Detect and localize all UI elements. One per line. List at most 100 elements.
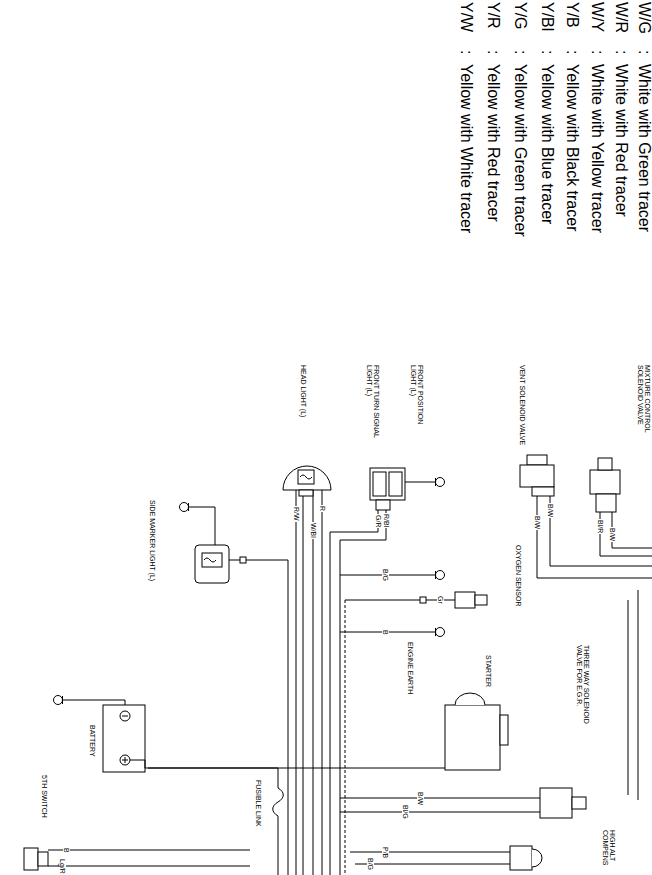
color-description: Yellow with Black tracer [563, 64, 580, 231]
solenoid-body [540, 788, 572, 818]
ground-symbol [180, 503, 189, 512]
wire-color-code: Gr [436, 595, 443, 605]
negative-terminal [120, 711, 130, 721]
lamp-connector [376, 500, 390, 510]
wire-color-code: B/W [546, 503, 553, 518]
component-label: HIGH ALT COMPENS [601, 830, 616, 872]
wire [313, 490, 314, 875]
separator: : [563, 50, 580, 54]
wire-color-code: B [381, 629, 388, 636]
wire-color-code: R [318, 505, 325, 512]
compensator-dome [532, 849, 542, 867]
wire [189, 507, 215, 545]
ground-bar [435, 628, 436, 636]
component-label: STARTER [484, 655, 491, 687]
switch-thread [38, 852, 48, 866]
wire [340, 812, 540, 813]
wire-color-code: Bl/R [596, 519, 603, 534]
wire [48, 866, 250, 867]
switch-body [24, 848, 38, 870]
wire-color-code: B/G [381, 568, 388, 582]
component-label-box: HEAD LIGHT (L) [280, 362, 334, 502]
valve-connector [532, 487, 554, 496]
wire [322, 490, 323, 875]
battery-case [103, 705, 145, 772]
ground-symbol [54, 696, 63, 705]
separator: : [457, 50, 474, 54]
wire [537, 496, 652, 578]
wire [303, 490, 304, 875]
marker-lamp [195, 545, 229, 583]
component-label-box: OXYGEN SENSOR [452, 542, 524, 614]
ground-symbol [436, 571, 445, 580]
wire-connector [148, 768, 278, 776]
wire-color-code: B/W [608, 527, 615, 542]
component-label-box: MIXTURE CONTROL SOLENOID VALVE [586, 362, 652, 514]
ground-symbol [436, 628, 445, 637]
wire [438, 768, 445, 769]
component-label: ENGINE EARTH [406, 642, 413, 694]
wire [296, 490, 297, 875]
valve-connector [596, 494, 616, 512]
color-code: Y/R [484, 2, 501, 29]
separator: : [635, 50, 652, 54]
starter-body [445, 705, 500, 770]
sensor-body [455, 592, 475, 608]
connector-square [420, 597, 426, 603]
color-code: W/R [612, 2, 629, 33]
color-description: Yellow with Red tracer [484, 64, 501, 222]
separator: : [484, 50, 501, 54]
component-label-box: VENT SOLENOID VALVE [514, 362, 558, 498]
lamp-bulb [373, 472, 386, 496]
positive-terminal [120, 755, 130, 765]
separator: : [511, 50, 528, 54]
wire [246, 560, 288, 875]
wire-color-code: B/W [533, 515, 540, 530]
starter-dome [455, 693, 485, 705]
headlight-base [299, 490, 313, 496]
component-label: FRONT POSITION LIGHT (L) [409, 365, 424, 435]
color-description: White with Yellow tracer [588, 64, 605, 233]
marker-bulb [202, 553, 222, 567]
lamp-housing [370, 468, 405, 500]
wire [355, 864, 510, 865]
sensor-tip [475, 595, 487, 605]
component-label: HEAD LIGHT (L) [299, 365, 306, 417]
headlight-dome [283, 466, 331, 490]
component-label-box: HIGH ALT COMPENS [505, 826, 618, 874]
component-label-box: ENGINE EARTH [402, 638, 418, 708]
ground-bar [435, 478, 436, 486]
component-label: 5TH SWITCH [40, 775, 47, 818]
component-label: OXYGEN SENSOR [514, 545, 521, 606]
valve-body [520, 465, 554, 487]
component-label-box: FRONT TURN SIGNAL LIGHT (L) [362, 362, 384, 443]
component-label-box: BATTERY [84, 700, 148, 776]
terminal-lead [130, 760, 145, 768]
component-label-box: SIDE MARKER LIGHT (L) [146, 497, 230, 597]
wire [48, 850, 250, 851]
plus-sign [122, 757, 128, 763]
minus-sign [122, 716, 128, 717]
starter-solenoid [500, 715, 508, 745]
valve-body [590, 470, 620, 494]
wire [628, 600, 629, 795]
separator: : [612, 50, 629, 54]
shield-wire [345, 600, 346, 875]
wire [63, 700, 125, 705]
wire [229, 560, 240, 561]
ground-bar [62, 696, 63, 704]
ground-bar [188, 503, 189, 511]
color-code: Y/G [511, 2, 528, 30]
component-label: THREE WAY SOLENOID VALVE FOR E.G.R. [575, 645, 590, 737]
headlight-bulb [298, 470, 314, 484]
wire [330, 510, 378, 875]
separator: : [538, 50, 555, 54]
fusible-link-symbol [273, 776, 284, 875]
wire-color-code: R/W [292, 506, 299, 522]
wire-color-code: B [62, 847, 69, 854]
color-code: W/Y [588, 2, 605, 32]
wire [612, 512, 652, 548]
wire [350, 852, 510, 853]
wire [638, 590, 639, 800]
